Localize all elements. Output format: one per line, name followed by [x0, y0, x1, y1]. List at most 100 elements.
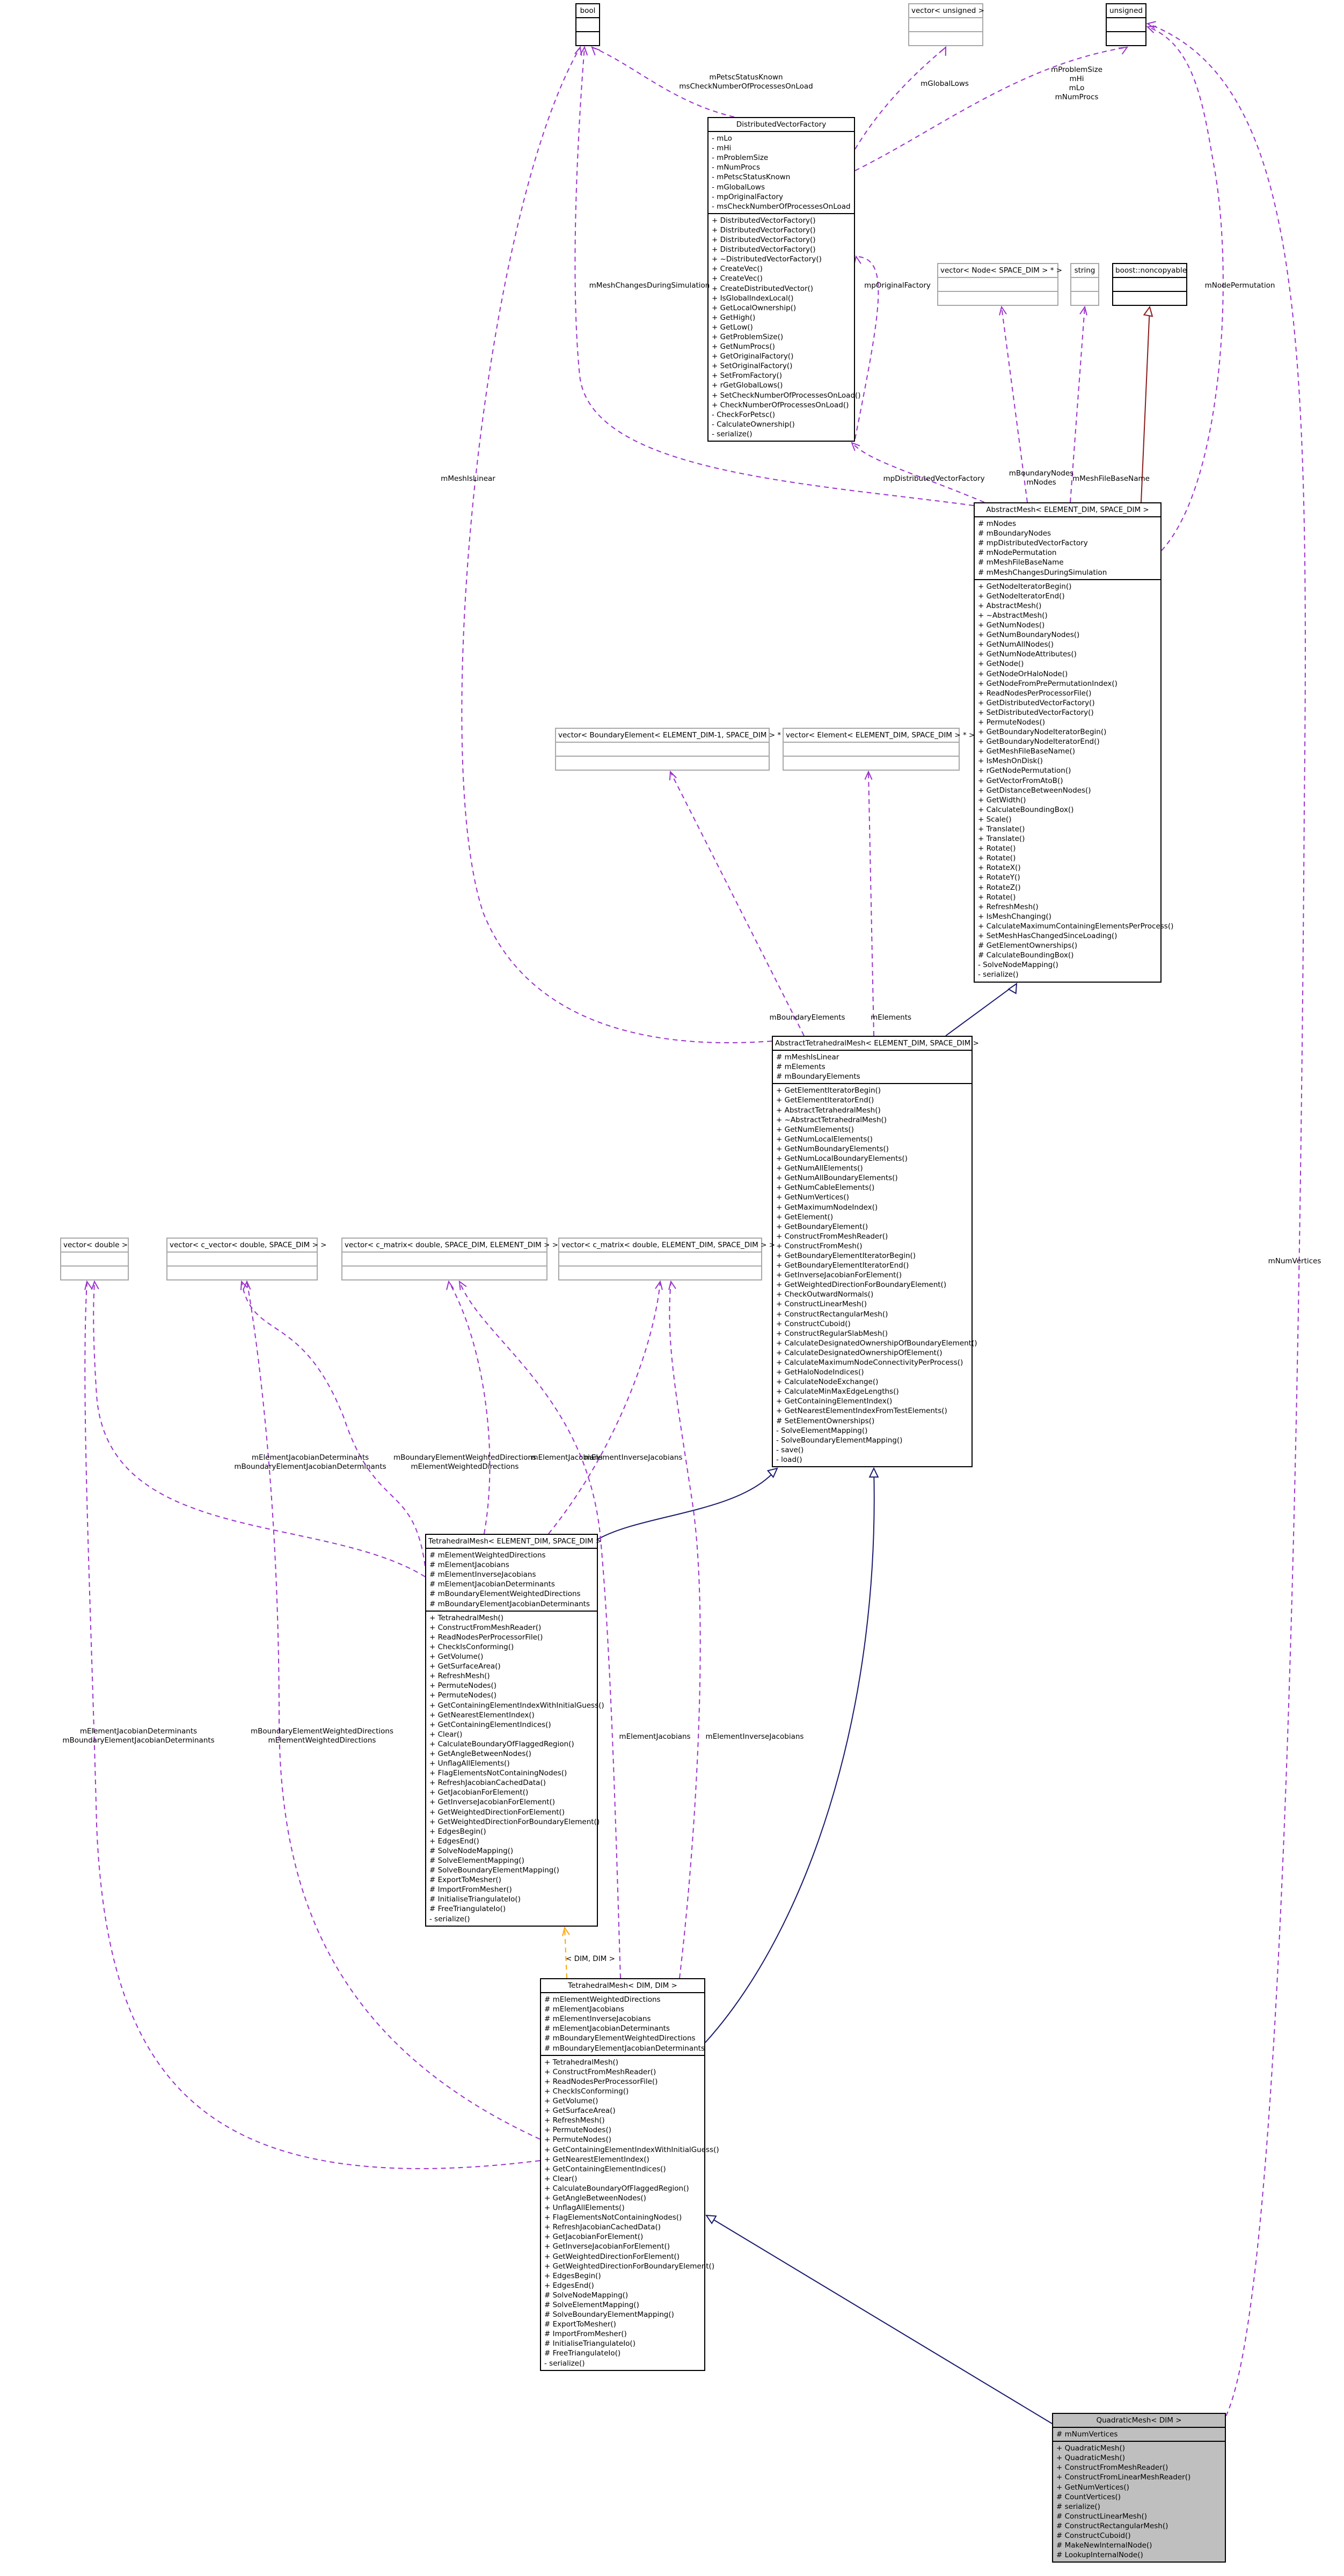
method-row[interactable]: + GetWidth()	[978, 795, 1026, 804]
attribute-row[interactable]: # mpDistributedVectorFactory	[978, 539, 1088, 548]
method-row[interactable]: + PermuteNodes()	[544, 2135, 611, 2145]
method-row[interactable]: # SolveNodeMapping()	[429, 1846, 514, 1855]
attribute-row[interactable]: - msCheckNumberOfProcessesOnLoad	[712, 202, 851, 211]
attribute-row[interactable]: # mElementWeightedDirections	[544, 1995, 661, 2004]
method-row[interactable]: + GetNumVertices()	[1056, 2483, 1129, 2492]
method-row[interactable]: + CalculateMaximumContainingElementsPerP…	[978, 921, 1174, 931]
attribute-row[interactable]: # mElementWeightedDirections	[429, 1551, 546, 1560]
method-row[interactable]: + Rotate()	[978, 844, 1016, 853]
attribute-row[interactable]: # mElementInverseJacobians	[429, 1570, 536, 1579]
method-row[interactable]: # GetElementOwnerships()	[978, 941, 1078, 950]
method-row[interactable]: + Translate()	[978, 835, 1025, 844]
class-abstract-tet[interactable]: AbstractTetrahedralMesh< ELEMENT_DIM, SP…	[772, 1036, 979, 1468]
method-row[interactable]: + GetElement()	[776, 1212, 834, 1221]
method-row[interactable]: # FreeTriangulateIo()	[544, 2349, 621, 2358]
method-row[interactable]: + GetBoundaryElementIteratorBegin()	[776, 1251, 916, 1260]
method-row[interactable]: + GetWeightedDirectionForBoundaryElement…	[429, 1817, 600, 1826]
method-row[interactable]: # ImportFromMesher()	[544, 2330, 627, 2339]
method-row[interactable]: + GetVolume()	[544, 2097, 598, 2106]
class-vec-node[interactable]: vector< Node< SPACE_DIM > * >	[937, 263, 1062, 306]
method-row[interactable]: + rGetNodePermutation()	[978, 766, 1071, 775]
attribute-row[interactable]: # mNumVertices	[1056, 2430, 1118, 2439]
method-row[interactable]: + GetNodeOrHaloNode()	[978, 669, 1068, 678]
attribute-row[interactable]: # mMeshFileBaseName	[978, 558, 1064, 567]
method-row[interactable]: + GetNodeFromPrePermutationIndex()	[978, 679, 1117, 688]
attribute-row[interactable]: - mGlobalLows	[712, 182, 765, 192]
method-row[interactable]: + GetLow()	[712, 323, 753, 332]
attribute-row[interactable]: - mProblemSize	[712, 153, 769, 163]
method-row[interactable]: # serialize()	[1056, 2502, 1100, 2511]
method-row[interactable]: + TetrahedralMesh()	[429, 1613, 504, 1622]
method-row[interactable]: + GetInverseJacobianForElement()	[544, 2242, 670, 2251]
attribute-row[interactable]: # mElementJacobianDeterminants	[429, 1580, 555, 1589]
method-row[interactable]: + SetDistributedVectorFactory()	[978, 708, 1094, 717]
method-row[interactable]: + GetHigh()	[712, 313, 756, 322]
method-row[interactable]: + SetCheckNumberOfProcessesOnLoad()	[712, 391, 861, 400]
method-row[interactable]: + DistributedVectorFactory()	[712, 245, 816, 254]
class-abstract-mesh[interactable]: AbstractMesh< ELEMENT_DIM, SPACE_DIM ># …	[974, 502, 1174, 983]
method-row[interactable]: + GetElementIteratorEnd()	[776, 1096, 874, 1105]
method-row[interactable]: - CalculateOwnership()	[712, 420, 795, 429]
method-row[interactable]: # ConstructLinearMesh()	[1056, 2512, 1148, 2521]
method-row[interactable]: + ReadNodesPerProcessorFile()	[978, 689, 1092, 698]
method-row[interactable]: # ImportFromMesher()	[429, 1885, 512, 1894]
method-row[interactable]: # SolveNodeMapping()	[544, 2290, 629, 2300]
class-quad-mesh[interactable]: QuadraticMesh< DIM ># mNumVertices+ Quad…	[1052, 2413, 1226, 2563]
method-row[interactable]: + GetNumBoundaryNodes()	[978, 631, 1080, 640]
attribute-row[interactable]: # mBoundaryElementWeightedDirections	[544, 2034, 696, 2043]
method-row[interactable]: + Rotate()	[978, 854, 1016, 863]
method-row[interactable]: + GetNumLocalBoundaryElements()	[776, 1154, 908, 1163]
method-row[interactable]: + GetInverseJacobianForElement()	[776, 1271, 902, 1280]
method-row[interactable]: + PermuteNodes()	[544, 2126, 611, 2135]
method-row[interactable]: + GetMeshFileBaseName()	[978, 747, 1076, 756]
method-row[interactable]: + EdgesEnd()	[544, 2281, 594, 2290]
method-row[interactable]: + GetJacobianForElement()	[544, 2233, 644, 2242]
method-row[interactable]: + GetBoundaryElement()	[776, 1222, 868, 1231]
method-row[interactable]: + DistributedVectorFactory()	[712, 216, 816, 225]
method-row[interactable]: + GetNearestElementIndexFromTestElements…	[776, 1407, 947, 1416]
method-row[interactable]: + GetNumAllBoundaryElements()	[776, 1174, 898, 1183]
class-string[interactable]: string	[1070, 263, 1099, 306]
method-row[interactable]: + GetDistanceBetweenNodes()	[978, 786, 1091, 795]
method-row[interactable]: + CreateVec()	[712, 274, 763, 283]
method-row[interactable]: + GetAngleBetweenNodes()	[429, 1749, 531, 1758]
method-row[interactable]: + GetNumProcs()	[712, 342, 775, 352]
attribute-row[interactable]: - mHi	[712, 144, 732, 153]
method-row[interactable]: # SolveElementMapping()	[429, 1856, 524, 1865]
method-row[interactable]: # ConstructCuboid()	[1056, 2531, 1131, 2541]
method-row[interactable]: + RotateZ()	[978, 883, 1021, 892]
attribute-row[interactable]: # mBoundaryElements	[776, 1072, 860, 1081]
method-row[interactable]: + GetProblemSize()	[712, 332, 784, 341]
method-row[interactable]: + GetContainingElementIndices()	[544, 2164, 666, 2174]
method-row[interactable]: + GetSurfaceArea()	[429, 1662, 501, 1671]
class-vec-bel[interactable]: vector< BoundaryElement< ELEMENT_DIM-1, …	[555, 728, 790, 771]
method-row[interactable]: - SolveNodeMapping()	[978, 961, 1058, 970]
method-row[interactable]: + IsMeshChanging()	[978, 912, 1051, 921]
method-row[interactable]: + ConstructFromMesh()	[776, 1241, 863, 1250]
method-row[interactable]: + GetNumLocalElements()	[776, 1135, 873, 1144]
method-row[interactable]: + CalculateNodeExchange()	[776, 1378, 879, 1387]
method-row[interactable]: + RefreshJacobianCachedData()	[544, 2223, 661, 2232]
method-row[interactable]: + CreateDistributedVector()	[712, 284, 814, 293]
method-row[interactable]: + GetAngleBetweenNodes()	[544, 2193, 646, 2202]
method-row[interactable]: + Clear()	[544, 2174, 578, 2183]
method-row[interactable]: - serialize()	[978, 970, 1019, 979]
method-row[interactable]: # InitialiseTriangulateIo()	[429, 1895, 521, 1904]
method-row[interactable]: + ConstructRectangularMesh()	[776, 1309, 888, 1319]
method-row[interactable]: + PermuteNodes()	[429, 1681, 496, 1690]
method-row[interactable]: - serialize()	[429, 1914, 470, 1923]
method-row[interactable]: + GetNumAllNodes()	[978, 640, 1054, 649]
method-row[interactable]: - serialize()	[712, 429, 753, 438]
method-row[interactable]: + ~DistributedVectorFactory()	[712, 255, 822, 264]
method-row[interactable]: + GetNumVertices()	[776, 1193, 849, 1202]
method-row[interactable]: + EdgesEnd()	[429, 1836, 479, 1846]
method-row[interactable]: + ConstructLinearMesh()	[776, 1300, 867, 1309]
method-row[interactable]: - load()	[776, 1455, 802, 1464]
method-row[interactable]: + GetNearestElementIndex()	[544, 2155, 649, 2164]
method-row[interactable]: # LookupInternalNode()	[1056, 2551, 1143, 2560]
method-row[interactable]: + RefreshMesh()	[978, 902, 1039, 911]
attribute-row[interactable]: # mElements	[776, 1063, 826, 1072]
method-row[interactable]: - serialize()	[544, 2359, 585, 2368]
attribute-row[interactable]: - mpOriginalFactory	[712, 192, 784, 201]
method-row[interactable]: + AbstractMesh()	[978, 601, 1042, 610]
